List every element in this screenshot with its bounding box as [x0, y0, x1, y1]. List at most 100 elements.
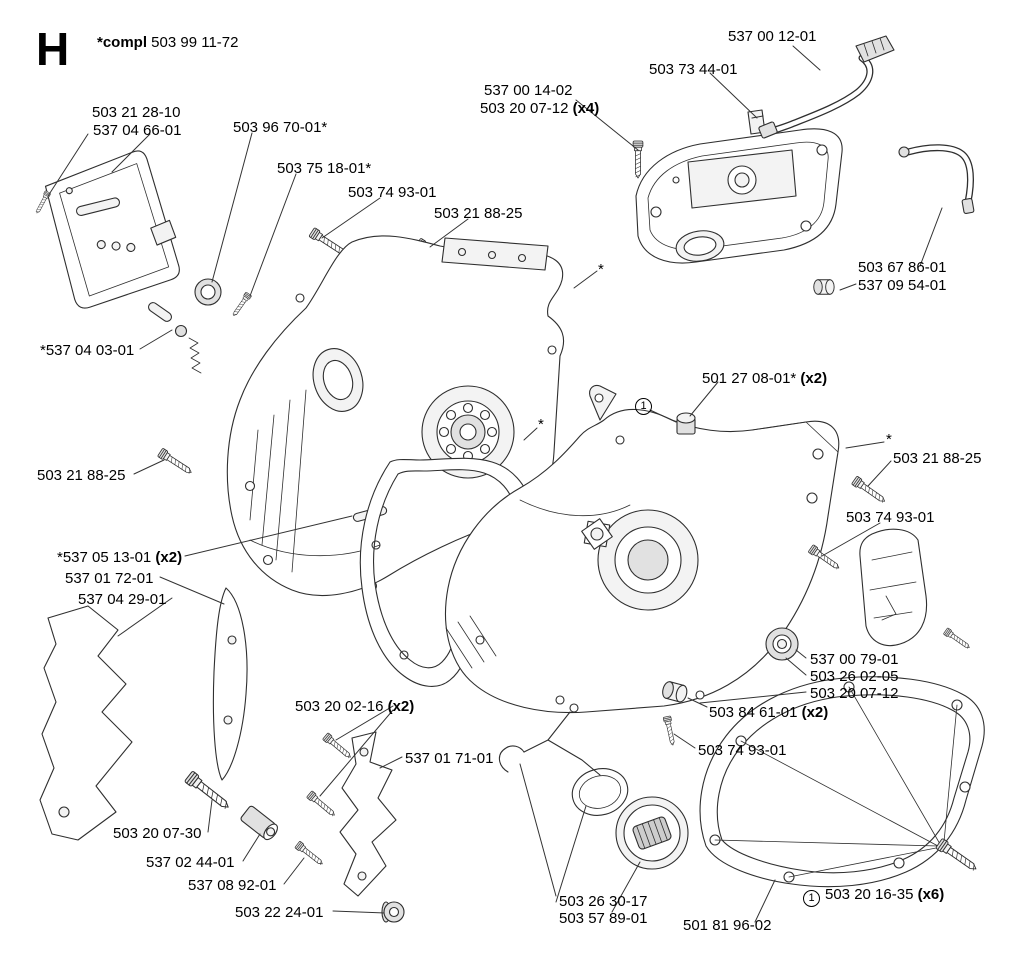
leader-line [139, 329, 173, 350]
leader-line [159, 576, 225, 605]
leader-line [184, 515, 353, 557]
leader-line [335, 705, 394, 741]
part-bushing-501-27-08-01 [676, 412, 696, 435]
part-crankcase-front-half [226, 235, 565, 596]
asterisk-mark: * [598, 261, 604, 278]
part-label: 503 20 07-30 [113, 825, 202, 842]
leader-line [867, 460, 892, 487]
part-label: 503 96 70-01* [233, 119, 328, 136]
part-label: 537 00 12-01 [728, 28, 817, 45]
part-label: 501 27 08-01* (x2) [702, 370, 828, 387]
part-label: 503 22 24-01 [235, 904, 324, 921]
part-label: 537 01 72-01 [65, 570, 154, 587]
part-label: 537 04 66-01 [93, 122, 182, 139]
part-label: 503 74 93-01 [846, 509, 935, 526]
part-tank-bracket [635, 109, 843, 264]
part-label: 537 04 29-01 [78, 591, 167, 608]
leader-line [687, 697, 708, 708]
part-crankcase-rear-half [445, 384, 840, 714]
leader-line [242, 833, 261, 862]
part-label: 503 26 30-17 [559, 893, 648, 910]
leader-line [699, 691, 807, 704]
leader-line [429, 218, 469, 248]
leader-line [795, 649, 807, 659]
leader-line [332, 910, 385, 914]
asterisk-mark: * [538, 416, 544, 433]
part-o-ring [571, 768, 629, 816]
leader-line [611, 861, 641, 913]
compl-label: *compl 503 99 11-72 [97, 34, 239, 51]
part-label: 537 00 79-01 [810, 651, 899, 668]
part-label: *537 04 03-01 [40, 342, 135, 359]
part-oil-seal [765, 627, 799, 661]
leader-line [919, 207, 943, 267]
leader-line [319, 709, 394, 797]
part-label: 503 26 02-05 [810, 668, 899, 685]
leader-line [845, 441, 885, 449]
part-label: 503 21 28-10 [92, 104, 181, 121]
leader-line [47, 133, 89, 197]
section-letter: H [36, 23, 70, 75]
leader-line [283, 857, 305, 885]
part-label: 503 67 86-01 [858, 259, 947, 276]
leader-line [519, 763, 557, 897]
part-label: 501 81 96-02 [683, 917, 772, 934]
part-label: 537 08 92-01 [188, 877, 277, 894]
part-label: 537 00 14-02 [484, 82, 573, 99]
part-label: 503 74 93-01 [348, 184, 437, 201]
leader-line [689, 381, 719, 417]
leader-line [211, 132, 253, 283]
leader-line [573, 270, 598, 289]
leader-line [792, 45, 821, 71]
part-label: 503 84 61-01 (x2) [709, 704, 829, 721]
leader-lines [47, 45, 943, 923]
leader-line [523, 427, 538, 441]
leader-line [709, 72, 758, 119]
circled-one-mark: 1 [635, 394, 657, 415]
part-chain-guard [39, 605, 133, 841]
part-label: 503 21 88-25 [434, 205, 523, 222]
leader-line [649, 409, 677, 423]
leader-line [754, 879, 776, 923]
part-guide-plate [339, 731, 397, 897]
part-label: 503 20 07-12 [810, 685, 899, 702]
part-label: 503 57 89-01 [559, 910, 648, 927]
leader-line [321, 197, 381, 239]
part-label: 537 09 54-01 [858, 277, 947, 294]
leader-line [839, 283, 857, 291]
part-side-cover [859, 528, 928, 647]
part-starter-cap [615, 796, 689, 870]
part-inner-plate [212, 587, 248, 781]
part-fuel-line [758, 35, 895, 139]
leader-line [785, 657, 807, 676]
part-muffler-plate [44, 150, 180, 309]
part-impulse-hose [898, 144, 975, 214]
leader-line [117, 597, 173, 637]
part-label: 503 20 07-12 (x4) [480, 100, 600, 117]
leader-line [575, 99, 639, 151]
part-label: 503 21 88-25 [37, 467, 126, 484]
leader-line [555, 805, 587, 903]
circled-number: 1 [635, 398, 652, 415]
part-label: 503 74 93-01 [698, 742, 787, 759]
leader-line [133, 459, 165, 475]
part-label: 537 01 71-01 [405, 750, 494, 767]
leader-line [249, 173, 297, 297]
chain-guard-hole [58, 806, 70, 818]
part-nut-503-22-24-01 [381, 901, 405, 923]
part-label: 503 75 18-01* [277, 160, 372, 177]
part-label: 503 21 88-25 [893, 450, 982, 467]
leader-line [673, 733, 696, 749]
asterisk-mark: * [886, 431, 892, 448]
circled-number: 1 [803, 890, 820, 907]
leader-line [207, 799, 213, 833]
leader-line [379, 756, 403, 769]
part-label: 503 73 44-01 [649, 61, 738, 78]
part-label: *537 05 13-01 (x2) [57, 549, 183, 566]
part-bushing-537-02-44-01 [240, 805, 278, 841]
leader-line [821, 522, 881, 557]
part-label: 537 02 44-01 [146, 854, 235, 871]
leader-line [111, 133, 151, 173]
